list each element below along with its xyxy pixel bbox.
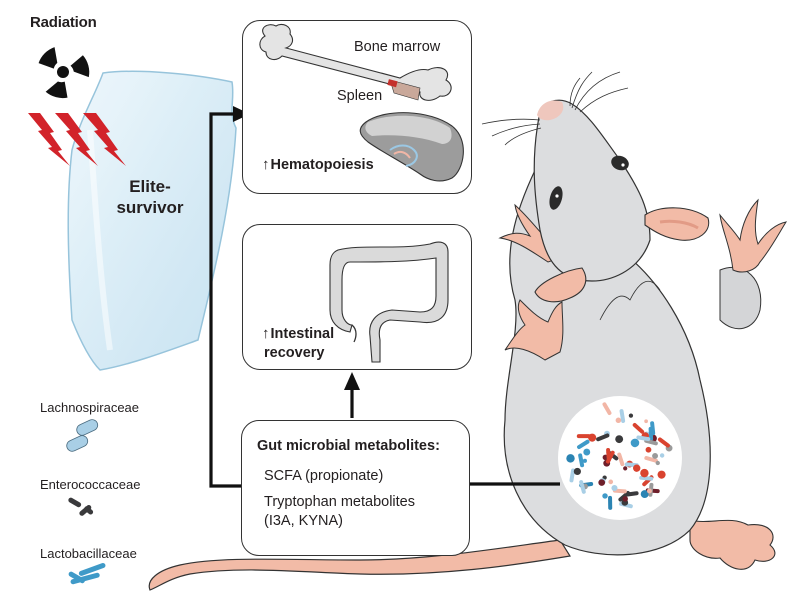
- microbe: [622, 496, 628, 502]
- microbe: [640, 468, 649, 478]
- bone-marrow-label: Bone marrow: [354, 39, 441, 55]
- spleen-label: Spleen: [337, 88, 383, 104]
- hematopoiesis-text: Hematopoiesis: [270, 157, 374, 173]
- legend-lactobacillaceae: Lactobacillaceae: [40, 546, 137, 561]
- microbe: [633, 464, 641, 472]
- legend-enterococcaceae: Enterococcaceae: [40, 477, 141, 492]
- microbe: [576, 434, 591, 439]
- microbe: [624, 491, 639, 497]
- up-arrow-icon: ↑: [262, 156, 270, 173]
- enterococcaceae-icon: [68, 497, 94, 516]
- microbe: [582, 458, 587, 463]
- lachnospiraceae-icon: [66, 419, 99, 452]
- microbe: [611, 485, 618, 492]
- microbe: [655, 460, 660, 466]
- microbe: [659, 453, 665, 458]
- hematopoiesis-label: ↑Hematopoiesis: [262, 156, 374, 173]
- elite-label-line1: Elite-: [129, 177, 171, 196]
- microbe: [630, 438, 640, 448]
- up-arrow-icon: ↑: [262, 325, 270, 342]
- microbe: [583, 448, 591, 456]
- microbe: [639, 475, 654, 481]
- recovery-text: recovery: [264, 345, 325, 361]
- mouse-eye-left: [549, 186, 563, 210]
- microbe: [608, 479, 614, 485]
- microbe: [569, 468, 576, 483]
- lactobacillaceae-icon: [68, 563, 106, 585]
- microbe: [657, 437, 670, 448]
- microbe: [578, 453, 585, 468]
- radiation-label: Radiation: [30, 14, 97, 31]
- microbe: [623, 466, 628, 471]
- microbe: [608, 495, 613, 510]
- microbes-cluster: [566, 402, 673, 510]
- microbe: [598, 479, 606, 486]
- microbe: [606, 448, 611, 462]
- microbe: [648, 426, 654, 441]
- arrow-to-hematopoiesis: [209, 112, 241, 488]
- microbe: [615, 417, 622, 424]
- microbe: [636, 435, 651, 442]
- elite-survivor-label: Elite- survivor: [108, 176, 192, 218]
- metabolite-item: SCFA (propionate): [264, 468, 384, 484]
- microbe: [632, 422, 645, 434]
- flow-arrows: [209, 106, 560, 492]
- metabolite-item: Tryptophan metabolites: [264, 494, 415, 510]
- legend-lachnospiraceae: Lachnospiraceae: [40, 400, 140, 415]
- microbe: [602, 493, 608, 499]
- whiskers: [481, 71, 629, 146]
- microbe: [628, 413, 634, 418]
- microbe: [579, 480, 586, 494]
- microbe: [644, 455, 658, 463]
- microbe: [645, 446, 652, 453]
- microbe: [617, 452, 625, 467]
- microbe: [640, 490, 649, 499]
- microbe: [644, 419, 648, 424]
- lightning-icons: [28, 113, 126, 166]
- gut-metabolites-box: [241, 420, 470, 556]
- microbe: [602, 402, 612, 416]
- metabolites-title: Gut microbial metabolites:: [257, 438, 440, 454]
- microbe: [573, 467, 581, 476]
- mouse-eye-right: [611, 155, 629, 171]
- microbe: [566, 454, 575, 463]
- microbe: [577, 439, 590, 450]
- microbe: [615, 435, 624, 444]
- elite-label-line2: survivor: [116, 198, 184, 217]
- microbe: [657, 470, 666, 479]
- intestinal-text: Intestinal: [270, 326, 335, 342]
- microbe: [652, 452, 659, 459]
- metabolite-item: (I3A, KYNA): [264, 513, 343, 529]
- hind-paw: [689, 519, 776, 570]
- radiation-icon: [38, 47, 90, 99]
- microbe: [596, 433, 610, 442]
- mouse-tail: [148, 539, 571, 591]
- microbe: [646, 488, 652, 494]
- intestinal-recovery-label: ↑Intestinal recovery: [262, 324, 334, 363]
- mouse-ear: [644, 207, 710, 241]
- mouse-ear: [534, 267, 587, 303]
